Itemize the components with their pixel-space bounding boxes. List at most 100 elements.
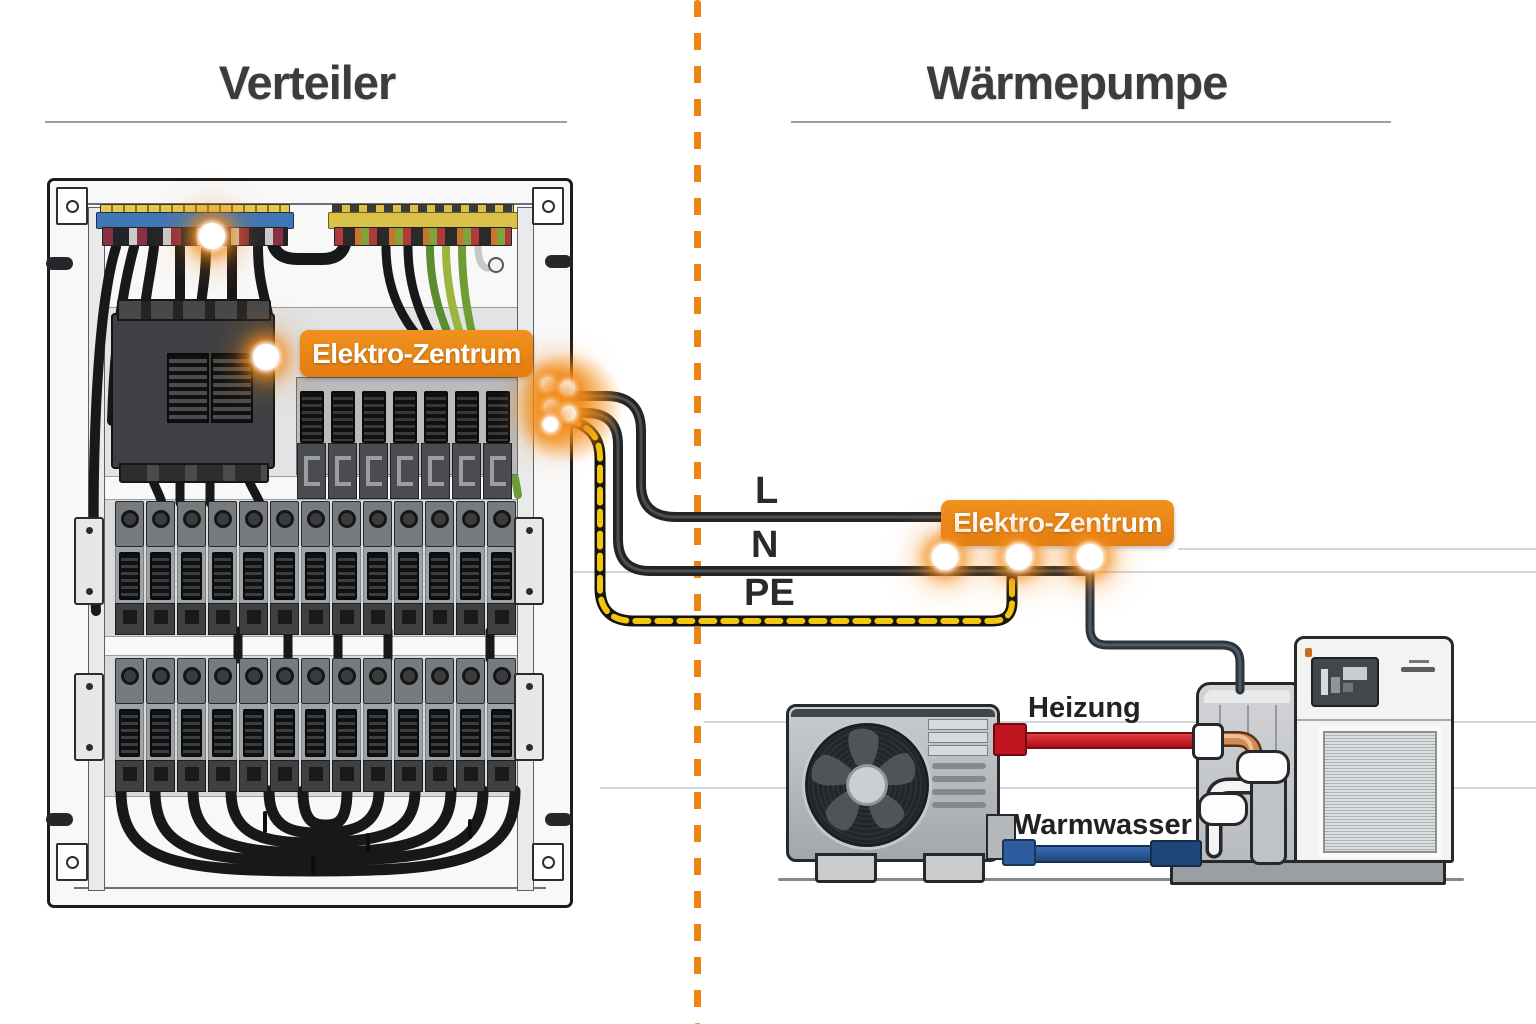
breaker-toggle	[330, 391, 355, 443]
breaker-toggle	[181, 552, 202, 600]
breaker-toggle	[274, 709, 295, 757]
breaker-foot	[115, 603, 144, 635]
breaker-toggle	[398, 552, 419, 600]
breaker-toggle	[454, 391, 479, 443]
breaker-foot	[421, 443, 450, 499]
breaker-screw-cap	[115, 501, 144, 547]
breaker-body	[394, 547, 423, 603]
vent-bar	[932, 802, 986, 808]
breaker-foot	[452, 443, 481, 499]
right-section-title: Wärmepumpe	[926, 56, 1229, 109]
breaker-foot	[483, 443, 512, 499]
breaker-foot	[456, 603, 485, 635]
breaker-screw-cap	[332, 658, 361, 704]
breaker-foot	[394, 760, 423, 792]
knockout	[46, 813, 73, 826]
breaker-foot	[359, 443, 388, 499]
breaker-screw-cap	[301, 501, 330, 547]
breaker-screw-cap	[208, 501, 237, 547]
breaker-screw-cap	[177, 501, 206, 547]
breaker-foot	[177, 603, 206, 635]
connection-node	[541, 377, 556, 392]
rail-clamp	[74, 673, 104, 761]
breaker-toggle	[212, 709, 233, 757]
panel-bottom-strip	[74, 887, 546, 889]
breaker-module	[359, 391, 388, 499]
breaker-body	[177, 704, 206, 760]
breaker-toggle	[299, 391, 324, 443]
connection-node	[543, 417, 558, 432]
junction-node	[932, 544, 958, 570]
breaker-body	[208, 704, 237, 760]
heating-label: Heizung	[1028, 692, 1141, 724]
breaker-module	[270, 501, 299, 635]
breaker-top-tabs	[117, 299, 271, 321]
wire-label-l: L	[755, 470, 779, 512]
heating-pipe	[1020, 732, 1204, 749]
breaker-toggle	[336, 709, 357, 757]
breaker-toggle	[491, 552, 512, 600]
pipe-fitting	[1236, 750, 1290, 784]
breaker-screw-cap	[425, 501, 454, 547]
breaker-module	[208, 501, 237, 635]
breaker-module	[394, 501, 423, 635]
breaker-screw-cap	[208, 658, 237, 704]
breaker-module	[146, 501, 175, 635]
breaker-screw-cap	[425, 658, 454, 704]
breaker-module	[363, 658, 392, 792]
breaker-grille	[167, 353, 209, 423]
breaker-body	[332, 547, 361, 603]
breaker-screw-cap	[177, 658, 206, 704]
breaker-toggle	[429, 709, 450, 757]
highlight-node-breaker	[253, 344, 279, 370]
breaker-row-1	[297, 391, 512, 499]
junction-node	[1006, 544, 1032, 570]
breaker-module	[239, 658, 268, 792]
vent-slat	[928, 732, 988, 743]
breaker-body	[487, 704, 516, 760]
breaker-screw-cap	[456, 501, 485, 547]
breaker-screw-cap	[146, 501, 175, 547]
bg-guideline	[704, 721, 1536, 723]
display-glyph	[1321, 669, 1328, 695]
panel-badge: Elektro-Zentrum	[300, 330, 533, 377]
breaker-foot	[363, 760, 392, 792]
module-pipe	[1250, 775, 1287, 865]
wire-label-n: N	[751, 524, 779, 566]
wire-label-pe: PE	[744, 572, 795, 614]
module-seam	[1247, 705, 1249, 750]
breaker-foot	[487, 603, 516, 635]
left-title-underline	[45, 121, 567, 123]
breaker-toggle	[460, 552, 481, 600]
breaker-body	[456, 704, 485, 760]
pump-badge: Elektro-Zentrum	[941, 500, 1174, 546]
vent-dash	[1401, 667, 1435, 672]
heating-pipe-fitting	[1192, 723, 1224, 760]
hot-water-valve	[1002, 839, 1036, 866]
breaker-foot	[363, 603, 392, 635]
breaker-toggle	[491, 709, 512, 757]
breaker-module	[487, 658, 516, 792]
breaker-module	[270, 658, 299, 792]
divider-dashed-line	[694, 0, 701, 1024]
breaker-body	[115, 704, 144, 760]
breaker-foot	[239, 603, 268, 635]
breaker-foot	[332, 760, 361, 792]
breaker-module	[452, 391, 481, 499]
breaker-toggle	[243, 552, 264, 600]
breaker-foot	[394, 603, 423, 635]
breaker-body	[332, 704, 361, 760]
breaker-foot	[390, 443, 419, 499]
knockout	[46, 257, 73, 270]
display-glyph	[1331, 677, 1340, 693]
connection-node	[544, 400, 559, 415]
breaker-row-2	[115, 501, 516, 635]
breaker-body	[208, 547, 237, 603]
junction-node	[1077, 544, 1103, 570]
breaker-foot	[177, 760, 206, 792]
pump-supply-cable	[1085, 553, 1245, 695]
breaker-toggle	[423, 391, 448, 443]
breaker-body	[363, 704, 392, 760]
breaker-toggle	[305, 552, 326, 600]
